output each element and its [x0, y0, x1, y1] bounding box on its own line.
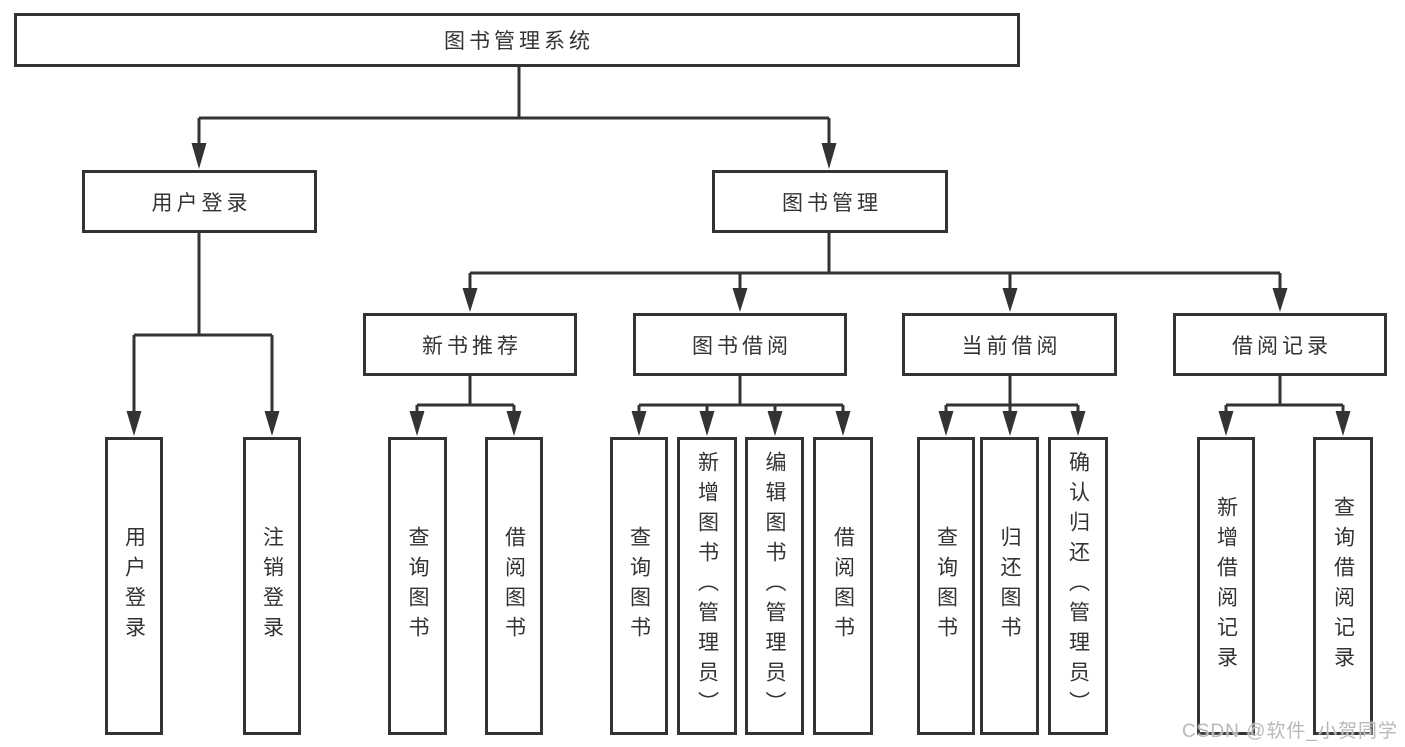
node-user-login: 用户登录 — [82, 170, 317, 233]
node-borrow-book-action: 借阅图书 — [813, 437, 873, 735]
node-new-book-recommend: 新书推荐 — [363, 313, 577, 376]
node-confirm-return-admin: 确认归还（管理员） — [1048, 437, 1108, 735]
node-root-library-system: 图书管理系统 — [14, 13, 1020, 67]
node-borrow-book-recommend: 借阅图书 — [485, 437, 543, 735]
node-query-book-current: 查询图书 — [917, 437, 975, 735]
node-query-borrow-record: 查询借阅记录 — [1313, 437, 1373, 735]
node-query-book-recommend: 查询图书 — [388, 437, 447, 735]
node-user-login-action: 用户登录 — [105, 437, 163, 735]
node-current-borrow: 当前借阅 — [902, 313, 1117, 376]
node-return-book: 归还图书 — [980, 437, 1039, 735]
csdn-watermark: CSDN @软件_小贺同学 — [1182, 721, 1398, 742]
node-edit-book-admin: 编辑图书（管理员） — [745, 437, 804, 735]
node-logout-action: 注销登录 — [243, 437, 301, 735]
node-add-borrow-record: 新增借阅记录 — [1197, 437, 1255, 735]
node-query-book-borrow: 查询图书 — [610, 437, 668, 735]
node-borrow-record: 借阅记录 — [1173, 313, 1387, 376]
node-add-book-admin: 新增图书（管理员） — [677, 437, 737, 735]
node-book-borrow: 图书借阅 — [633, 313, 847, 376]
node-book-management: 图书管理 — [712, 170, 948, 233]
